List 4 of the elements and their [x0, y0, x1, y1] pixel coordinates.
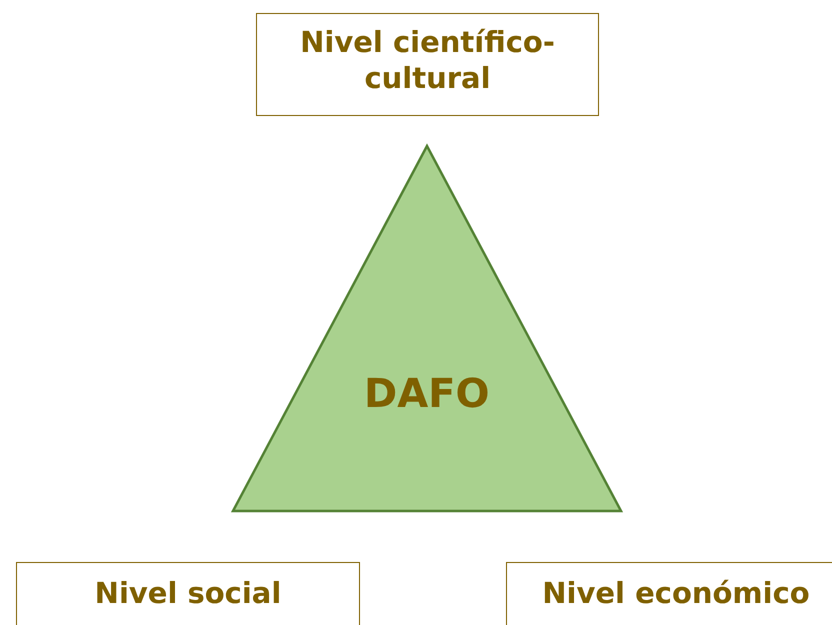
center-label: DAFO	[364, 371, 490, 417]
level-box: Nivel económico	[506, 562, 832, 625]
level-box: Nivel científico-cultural	[256, 13, 599, 116]
level-box: Nivel social	[16, 562, 360, 625]
